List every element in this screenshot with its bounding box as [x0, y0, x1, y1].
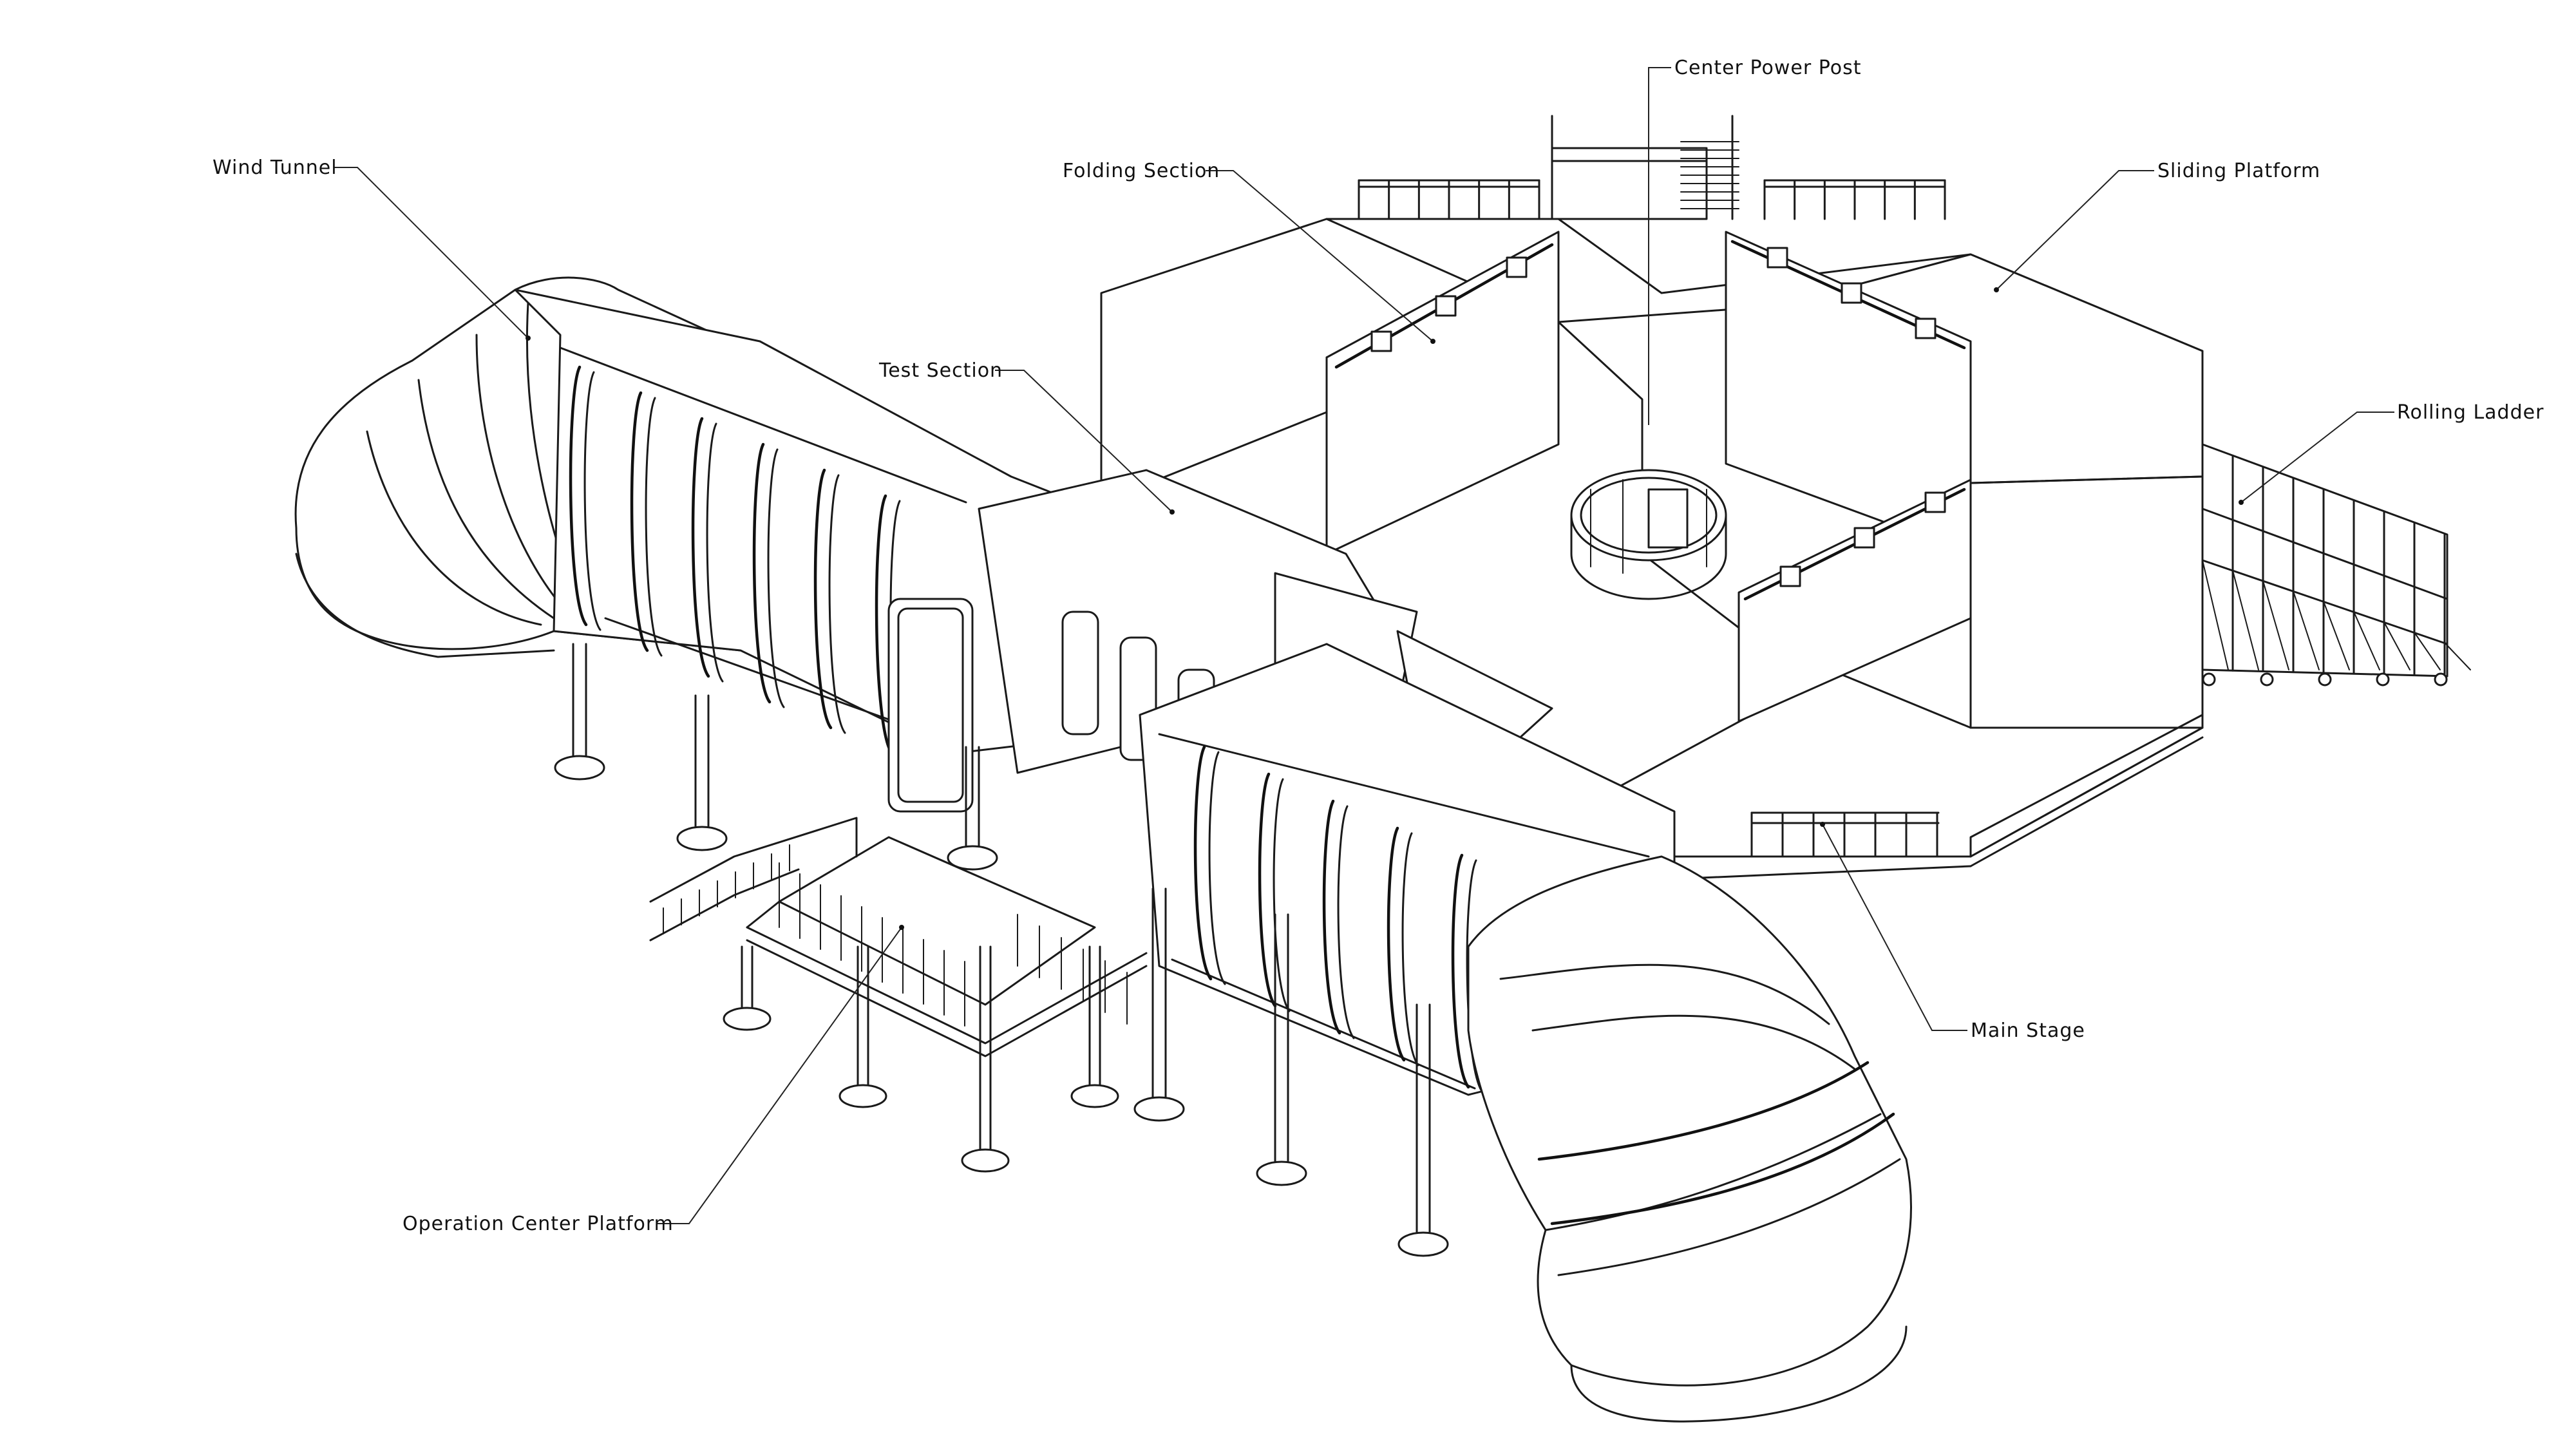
- tunnel-ring: [1322, 799, 1341, 1035]
- base-plate: [947, 845, 998, 871]
- ladder-tread: [2444, 642, 2471, 670]
- label-operation-center-platform: Operation Center Platform: [402, 1213, 674, 1235]
- rolling-ladder: [2201, 443, 2471, 687]
- folding-section-lower: [1738, 478, 1972, 723]
- tunnel-ring: [1258, 772, 1277, 1008]
- tunnel-supports: [554, 643, 1449, 1257]
- wheel: [2318, 672, 2332, 687]
- label-folding-section: Folding Section: [1063, 160, 1220, 182]
- tunnel-ring: [630, 391, 649, 652]
- tunnel-ring: [1401, 832, 1419, 1066]
- leader-lines: [334, 67, 2394, 1224]
- wheel: [2260, 672, 2274, 687]
- ladder-tread: [2202, 560, 2229, 670]
- top-stairs: [1551, 115, 1739, 220]
- wheel: [2202, 672, 2216, 687]
- tunnel-ring: [1451, 853, 1470, 1089]
- ladder-tread: [2353, 611, 2380, 670]
- base-plate: [1256, 1160, 1307, 1186]
- base-plate: [554, 755, 605, 781]
- base-plate: [1133, 1096, 1185, 1122]
- callout-labels: Wind Tunnel Folding Section Center Power…: [213, 57, 2544, 1235]
- tunnel-ring: [1337, 805, 1355, 1039]
- folding-section-left: [1325, 231, 1560, 555]
- tunnel-ring: [1208, 751, 1226, 985]
- wheel: [2434, 672, 2448, 687]
- tunnel-ring: [1466, 859, 1484, 1094]
- label-rolling-ladder: Rolling Ladder: [2397, 401, 2544, 424]
- tunnel-ring: [583, 371, 601, 631]
- tunnel-ring: [569, 365, 588, 627]
- label-sliding-platform: Sliding Platform: [2157, 160, 2320, 182]
- tunnel-ring: [1387, 826, 1406, 1062]
- wind-tunnel: [294, 276, 1912, 1423]
- label-main-stage: Main Stage: [1971, 1019, 2085, 1042]
- wheel: [2376, 672, 2390, 687]
- top-railings: [1358, 179, 1946, 220]
- base-plate: [838, 1084, 887, 1108]
- tunnel-ring: [645, 397, 663, 657]
- ladder-tread: [2383, 621, 2410, 670]
- tunnel-ring: [1193, 745, 1213, 981]
- base-plate: [723, 1007, 772, 1031]
- ladder-tread: [2293, 591, 2320, 670]
- base-plate: [961, 1148, 1010, 1173]
- tunnel-ring: [706, 422, 724, 683]
- label-test-section: Test Section: [878, 359, 1003, 382]
- base-plate: [676, 826, 728, 851]
- label-wind-tunnel: Wind Tunnel: [213, 156, 337, 179]
- tunnel-ring: [1273, 778, 1291, 1012]
- operation-center-platform: [649, 817, 1148, 1173]
- tunnel-ring: [767, 448, 785, 708]
- base-plate: [1397, 1231, 1449, 1257]
- main-stage-railing: [1750, 811, 1940, 858]
- tunnel-ring: [691, 417, 710, 678]
- ladder-tread: [2232, 570, 2259, 670]
- tunnel-ring: [752, 442, 772, 704]
- label-center-power-post: Center Power Post: [1674, 57, 1862, 79]
- base-plate: [1070, 1084, 1119, 1108]
- ladder-tread: [2262, 580, 2289, 670]
- ladder-tread: [2414, 632, 2441, 670]
- center-power-post: [1570, 469, 1727, 600]
- tunnel-ring: [875, 494, 894, 755]
- tunnel-ring: [813, 468, 833, 730]
- ladder-tread: [2323, 601, 2350, 670]
- tunnel-ring: [828, 474, 846, 734]
